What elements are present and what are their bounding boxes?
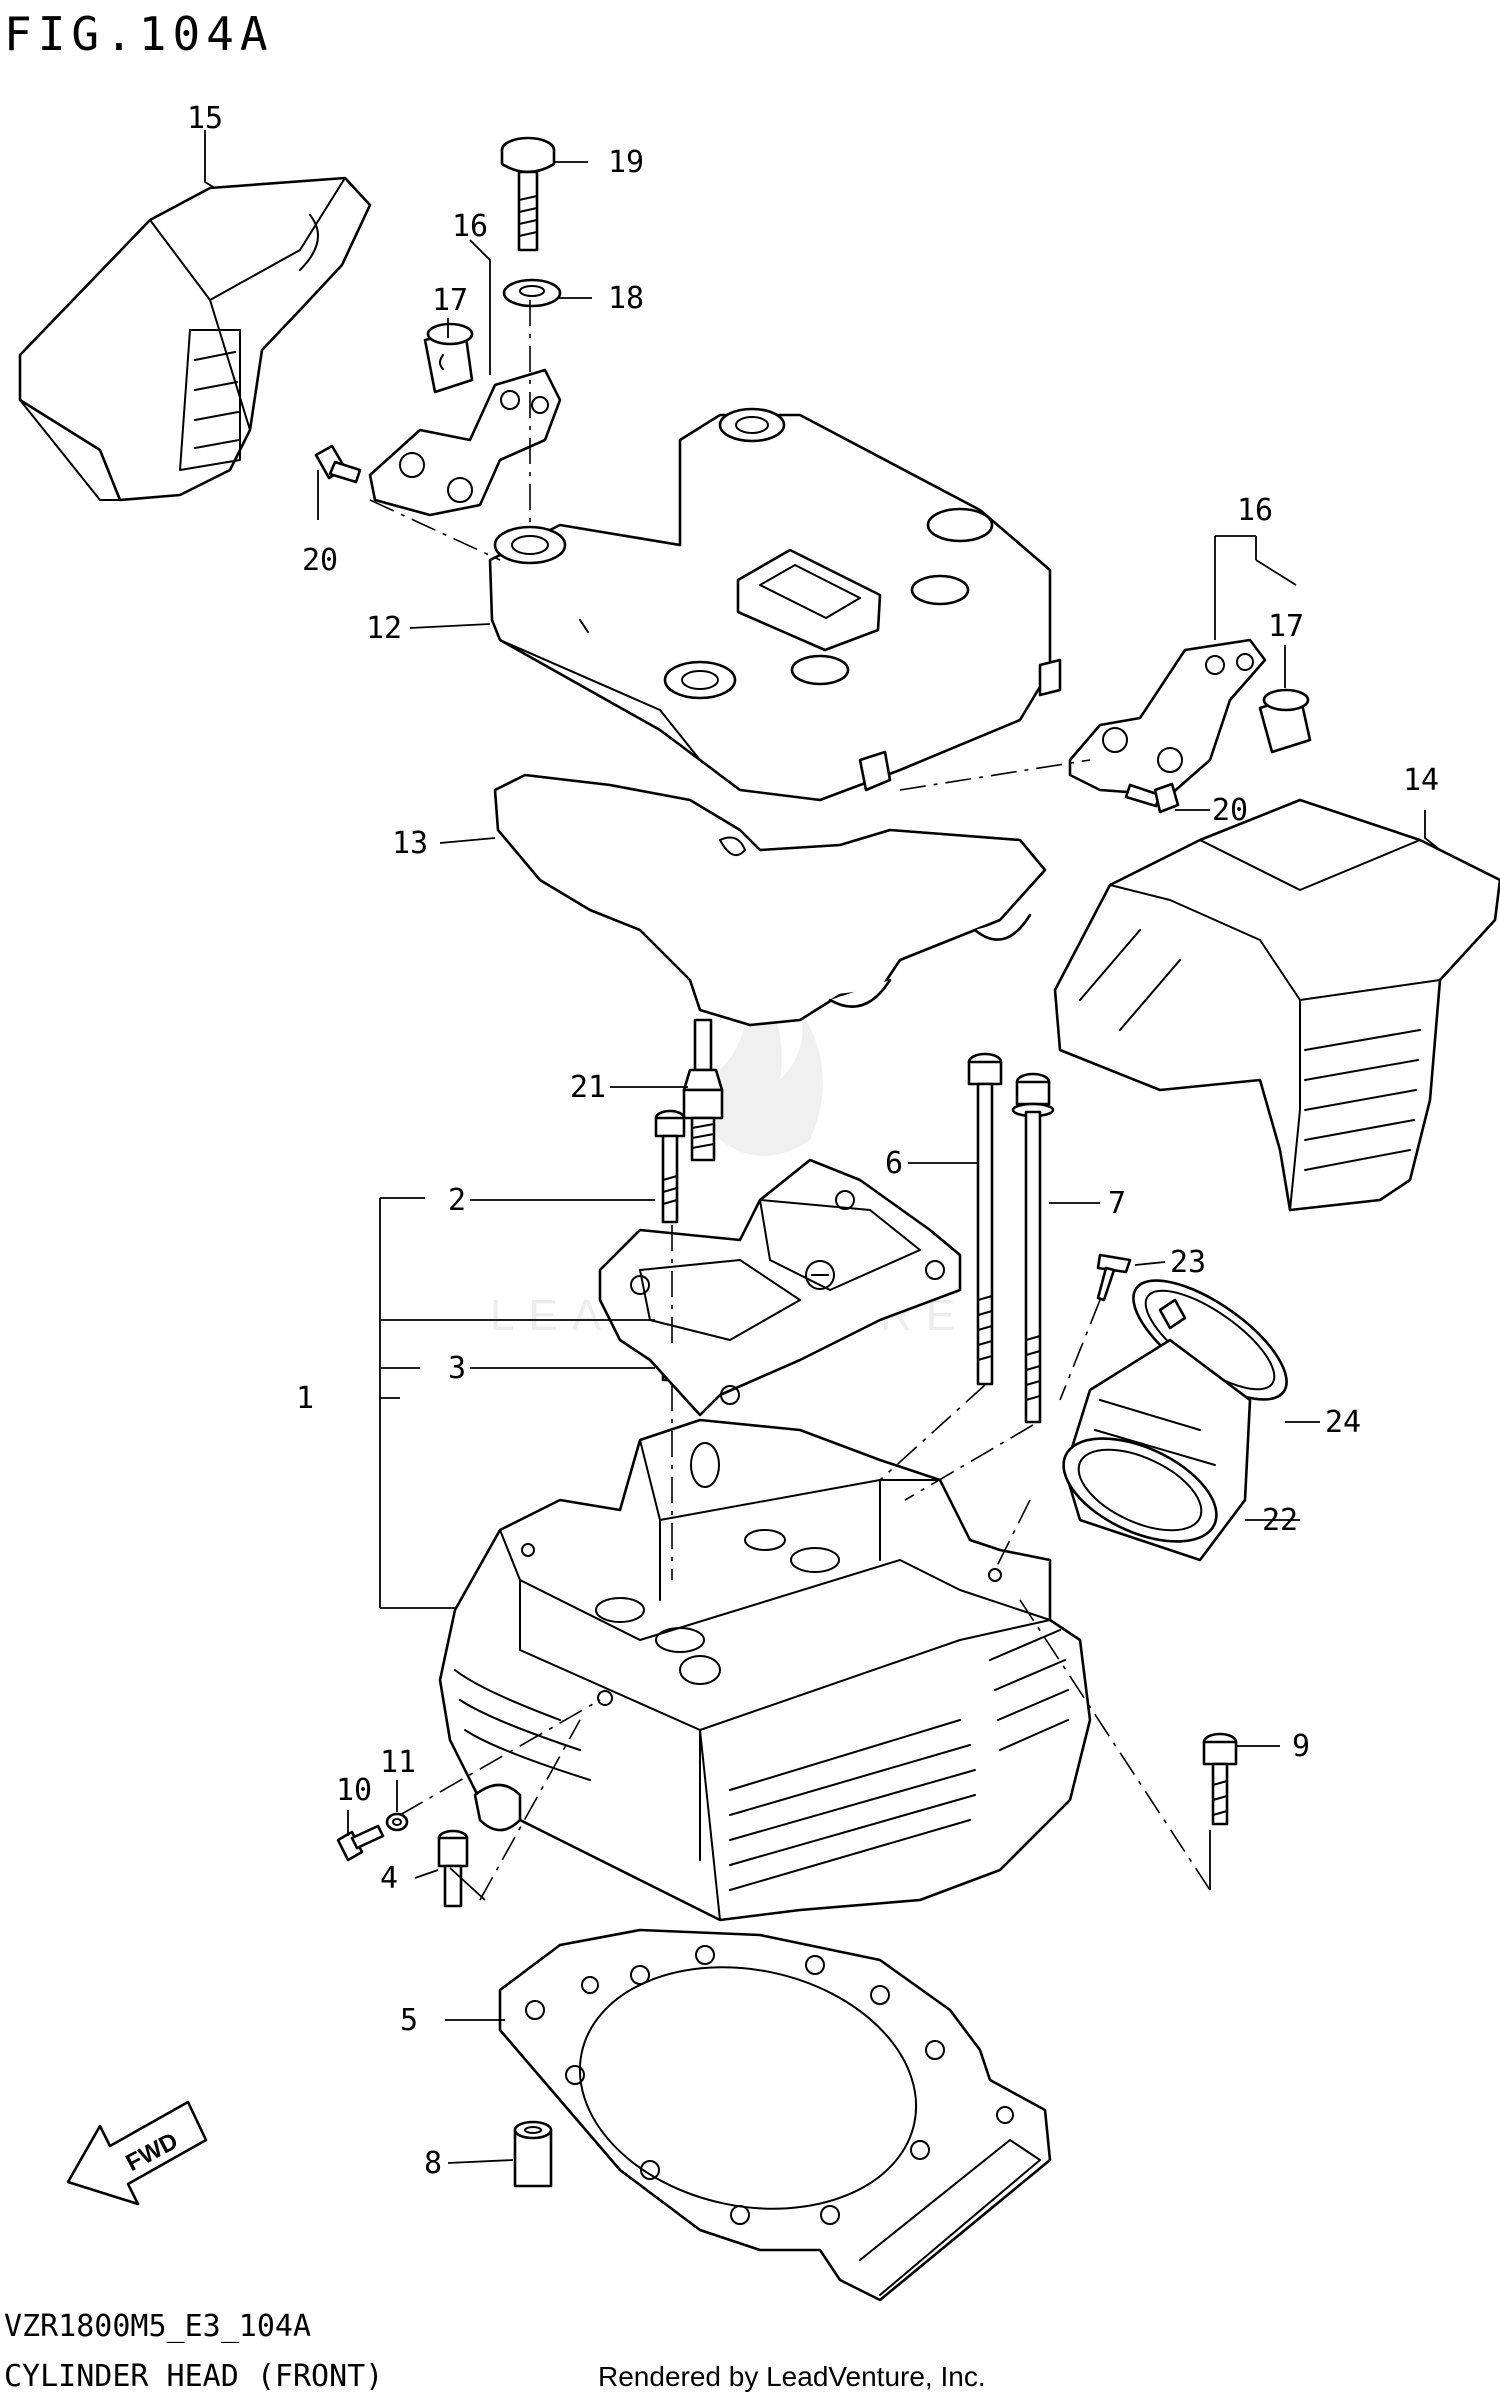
assembly-lines <box>369 300 1211 1901</box>
part-23-screw <box>1096 1253 1132 1302</box>
callout-4: 4 <box>380 1861 398 1896</box>
callout-22: 22 <box>1262 1503 1298 1538</box>
leader-lines <box>204 130 1441 2164</box>
part-16-bracket-right <box>1068 638 1267 797</box>
part-20-bolt-right <box>1124 782 1180 814</box>
callout-6: 6 <box>885 1146 903 1181</box>
model-code: VZR1800M5_E3_104A <box>4 2309 311 2344</box>
figure-title: FIG.104A <box>4 7 274 61</box>
callout-17-left: 17 <box>432 283 468 318</box>
callout-2: 2 <box>448 1183 466 1218</box>
callout-16-right: 16 <box>1237 493 1273 528</box>
part-20-bolt-left <box>314 444 362 484</box>
part-9-bolt <box>1202 1732 1238 1826</box>
part-15-cover <box>18 176 372 502</box>
callout-20-left: 20 <box>302 543 338 578</box>
callout-18: 18 <box>608 281 644 316</box>
part-2-bolt <box>654 1109 686 1224</box>
part-10-bolt <box>336 1824 385 1862</box>
callout-23: 23 <box>1170 1245 1206 1280</box>
callout-12: 12 <box>366 611 402 646</box>
part-4-guide <box>437 1829 469 1908</box>
callout-17-right: 17 <box>1268 609 1304 644</box>
callout-14: 14 <box>1403 763 1439 798</box>
part-12-head-cover <box>488 407 1062 802</box>
part-1-cylinder-head <box>438 1418 1092 1922</box>
callout-21: 21 <box>570 1070 606 1105</box>
callout-9: 9 <box>1292 1729 1310 1764</box>
part-11-washer <box>385 1812 409 1832</box>
part-6-bolt <box>967 1052 1003 1386</box>
part-14-cover <box>1053 798 1500 1212</box>
part-7-bolt <box>1011 1072 1055 1424</box>
callout-15: 15 <box>187 101 223 136</box>
callout-5: 5 <box>400 2003 418 2038</box>
part-1-cam-holder <box>598 1158 962 1417</box>
callout-1: 1 <box>296 1381 314 1416</box>
part-8-dowel <box>513 2120 553 2188</box>
callout-3: 3 <box>448 1351 466 1386</box>
diagram-caption: CYLINDER HEAD (FRONT) <box>4 2359 383 2394</box>
part-17-grommet-right <box>1258 688 1312 754</box>
callout-8: 8 <box>424 2146 442 2181</box>
callout-labels: 15 19 16 18 17 20 12 16 17 20 13 14 21 2… <box>187 101 1439 2181</box>
callout-11: 11 <box>380 1745 416 1780</box>
callout-13: 13 <box>392 826 428 861</box>
callout-19: 19 <box>608 145 644 180</box>
part-16-bracket-left <box>368 368 562 517</box>
part-13-gasket <box>493 773 1047 1027</box>
part-5-gasket <box>498 1928 1052 2302</box>
part-19-bolt <box>500 136 556 252</box>
callout-7: 7 <box>1108 1186 1126 1221</box>
callout-16-left: 16 <box>452 209 488 244</box>
callout-20-right: 20 <box>1212 793 1248 828</box>
callout-10: 10 <box>336 1773 372 1808</box>
part-22-intake-pipe <box>1062 1338 1252 1562</box>
part-18-washer <box>502 278 562 308</box>
callout-24: 24 <box>1325 1405 1361 1440</box>
part-17-grommet-left <box>423 322 474 394</box>
fwd-arrow-icon: FWD <box>66 2100 208 2206</box>
render-credit: Rendered by LeadVenture, Inc. <box>598 2361 986 2392</box>
part-21-spark-plug <box>682 1018 724 1162</box>
